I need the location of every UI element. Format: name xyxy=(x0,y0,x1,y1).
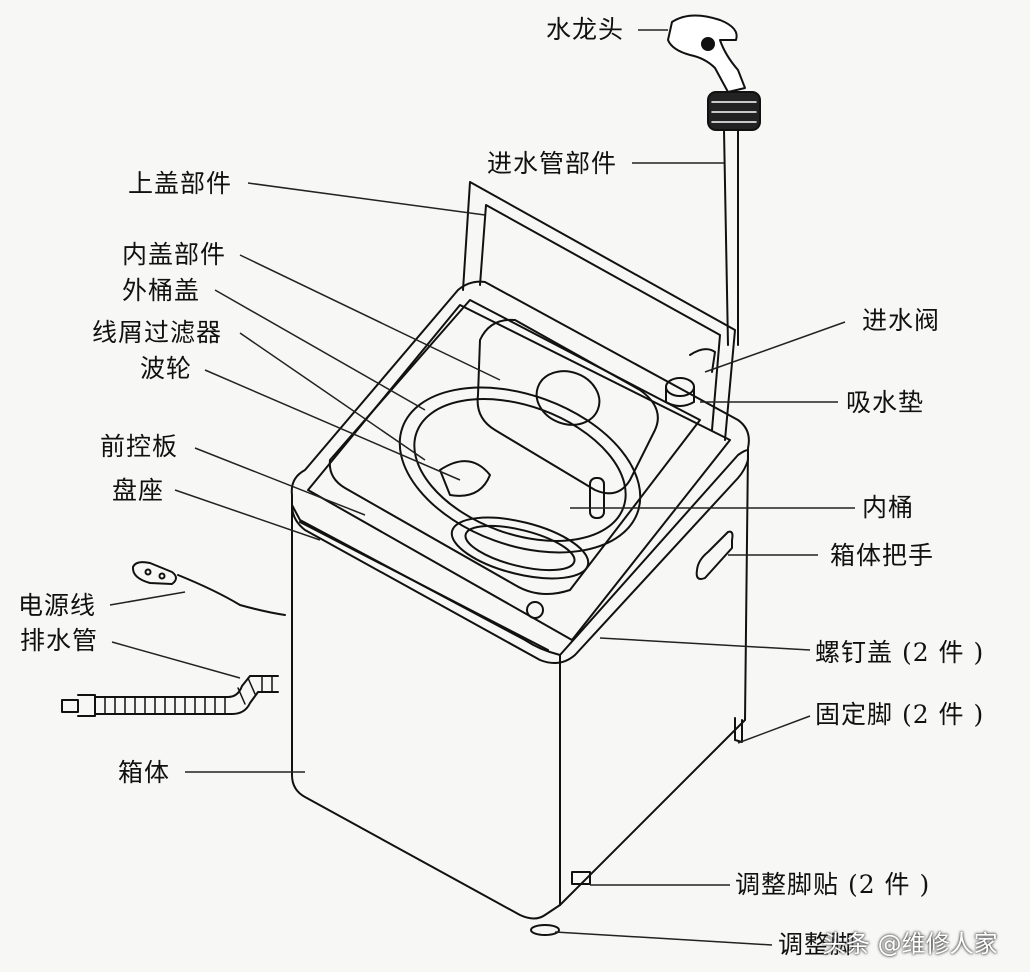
cabinet-right-face xyxy=(559,449,749,906)
label-fixed-foot: 固定脚 (2 件 ) xyxy=(815,700,985,729)
label-top-lid: 上盖部件 xyxy=(128,169,233,198)
cabinet-front-face xyxy=(291,504,561,920)
label-inlet-valve: 进水阀 xyxy=(862,306,941,335)
label-absorbent-pad: 吸水垫 xyxy=(846,388,925,417)
power-plug xyxy=(131,561,177,585)
pulsator-shape xyxy=(439,460,491,497)
drain-hose xyxy=(61,699,79,713)
cabinet-top-inner xyxy=(307,304,731,641)
label-power-cord: 电源线 xyxy=(18,591,97,620)
watermark: 头条 @维修人家 xyxy=(822,930,998,958)
inner-lid-window xyxy=(535,370,601,426)
faucet-shape xyxy=(667,14,746,93)
control-knob xyxy=(526,601,544,619)
fixed-foot xyxy=(734,717,743,743)
leader-lines xyxy=(109,29,855,946)
label-inlet-hose: 进水管部件 xyxy=(487,149,618,178)
label-outer-tub-cover: 外桶盖 xyxy=(122,276,201,305)
label-drain-hose: 排水管 xyxy=(20,626,99,655)
tub-bottom xyxy=(450,516,590,580)
label-adjust-screw: 调整脚 xyxy=(778,930,857,959)
inner-tub-rim xyxy=(398,386,642,554)
label-pulsator: 波轮 xyxy=(140,354,193,383)
label-base-seat: 盘座 xyxy=(112,476,165,505)
inlet-valve xyxy=(665,377,695,397)
label-cabinet: 箱体 xyxy=(118,758,171,787)
adjust-screw-shape xyxy=(530,924,560,936)
top-lid-frame xyxy=(462,181,736,441)
label-inner-lid: 内盖部件 xyxy=(122,240,227,269)
label-faucet: 水龙头 xyxy=(546,15,625,44)
cabinet-top-rim xyxy=(290,280,750,665)
faucet-connector xyxy=(707,91,761,131)
label-adjust-foot-pad: 调整脚贴 (2 件 ) xyxy=(735,870,931,899)
cabinet-handle xyxy=(695,530,734,580)
label-screw-cover: 螺钉盖 (2 件 ) xyxy=(815,638,985,667)
tub-opening xyxy=(328,299,701,595)
adjust-foot-pad xyxy=(571,871,591,885)
inlet-hose xyxy=(723,129,739,346)
label-front-control-panel: 前控板 xyxy=(100,432,179,461)
label-lint-filter: 线屑过滤器 xyxy=(92,318,223,347)
label-inner-tub: 内桶 xyxy=(862,493,915,522)
inner-lid xyxy=(476,318,659,495)
label-cabinet-handle: 箱体把手 xyxy=(830,541,935,570)
power-cord xyxy=(177,574,286,616)
